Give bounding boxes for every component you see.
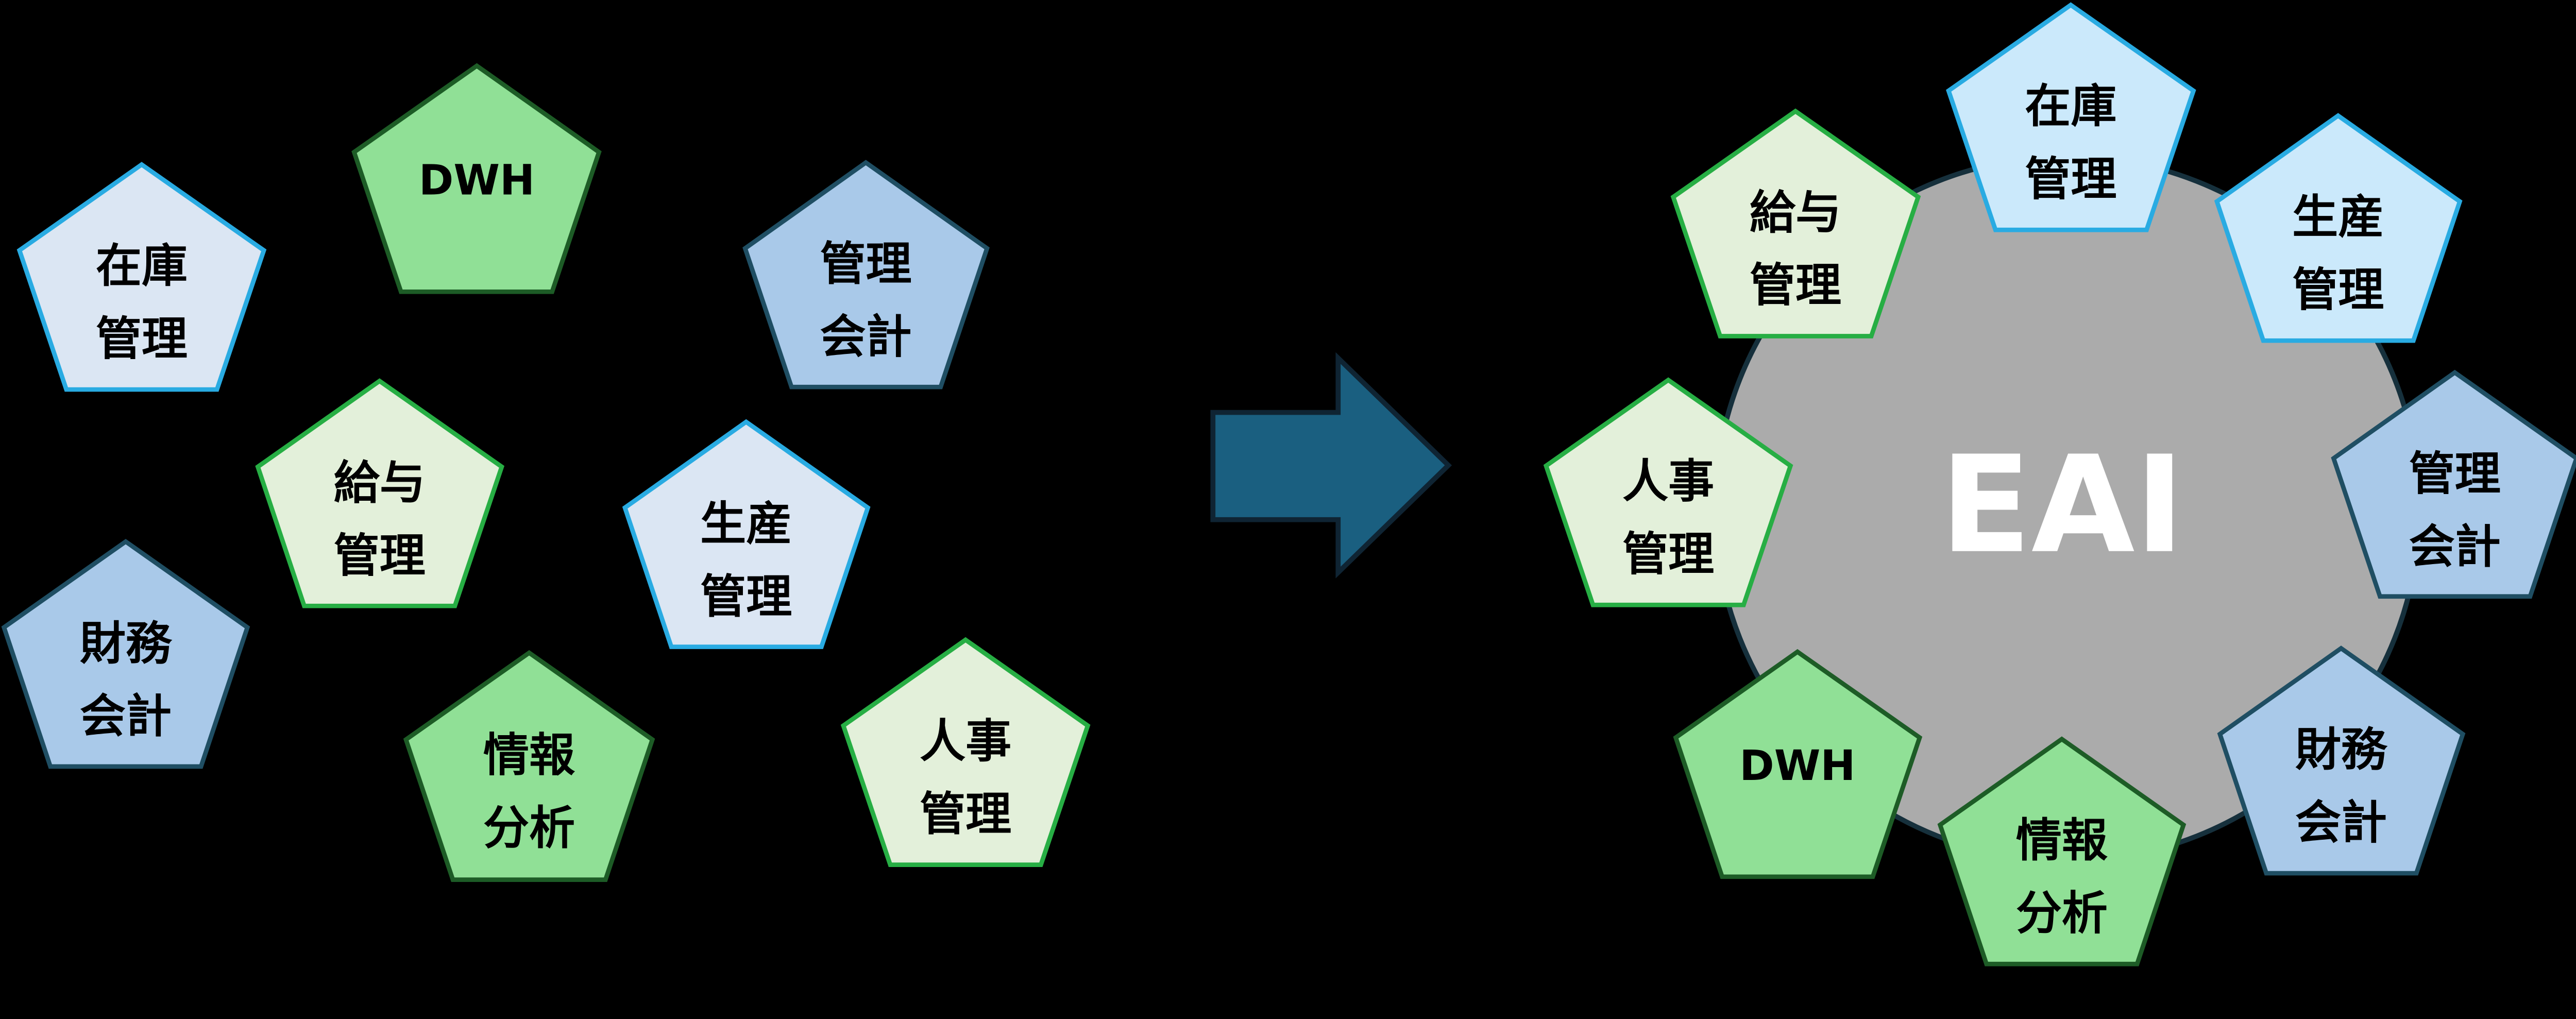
- pentagon-inventory-left: 在庫 管理: [16, 162, 267, 392]
- pentagon-shape: [255, 378, 505, 608]
- pentagon-financial-accounting-left: 財務 会計: [1, 538, 250, 769]
- node-label: 会計: [2409, 520, 2501, 574]
- node-label: 情報: [2016, 814, 2108, 868]
- pentagon-shape: [351, 63, 602, 294]
- node-label: 管理: [700, 570, 792, 624]
- transition-arrow: [1210, 352, 1452, 579]
- pentagon-shape: [403, 650, 655, 882]
- eai-integration-diagram: 在庫 管理 DWH 管理 会計 給与 管理 生産 管理 財務 会計: [1, 2, 2576, 966]
- pentagon-information-analysis-right: 情報 分析: [1937, 736, 2187, 966]
- node-label: 人事: [1622, 455, 1714, 508]
- pentagon-shape: [622, 419, 871, 649]
- pentagon-hr-left: 人事 管理: [840, 637, 1091, 867]
- node-label: 在庫: [96, 240, 188, 293]
- node-label: 管理: [2292, 263, 2384, 317]
- pentagon-shape: [2214, 113, 2463, 343]
- pentagon-shape: [742, 160, 990, 389]
- node-label: DWH: [1739, 742, 1855, 790]
- pentagon-inventory-right: 在庫 管理: [1946, 2, 2196, 232]
- node-label: 管理: [2409, 448, 2501, 501]
- node-label: 在庫: [2025, 80, 2116, 133]
- node-label: 給与: [1750, 186, 1841, 240]
- right-arrow-icon: [1210, 352, 1452, 579]
- diagram-canvas: 在庫 管理 DWH 管理 会計 給与 管理 生産 管理 財務 会計: [1, 2, 2576, 966]
- pentagon-financial-accounting-right: 財務 会計: [2217, 646, 2466, 876]
- node-label: 財務: [2295, 723, 2388, 777]
- pentagon-production-left: 生産 管理: [622, 419, 871, 649]
- node-label: 会計: [80, 690, 172, 743]
- pentagon-shape: [16, 162, 267, 392]
- node-label: 管理: [2025, 153, 2116, 207]
- left-cluster: 在庫 管理 DWH 管理 会計 給与 管理 生産 管理 財務 会計: [1, 63, 1091, 882]
- right-cluster: 在庫 管理 生産 管理 管理 会計 財務 会計 情報 分析 DWH: [1543, 2, 2576, 966]
- pentagon-dwh-right: DWH: [1673, 649, 1923, 879]
- node-label: 管理: [920, 788, 1011, 841]
- pentagon-payroll-right: 給与 管理: [1670, 108, 1921, 338]
- pentagon-dwh-left: DWH: [351, 63, 602, 294]
- pentagon-payroll-left: 給与 管理: [255, 378, 505, 608]
- node-label: 管理: [820, 237, 911, 291]
- node-label: 生産: [2292, 191, 2384, 244]
- pentagon-shape: [1937, 736, 2187, 966]
- pentagon-shape: [840, 637, 1091, 867]
- pentagon-hr-right: 人事 管理: [1543, 377, 1793, 607]
- node-label: 給与: [334, 456, 426, 510]
- pentagon-shape: [1, 538, 250, 769]
- pentagon-shape: [1543, 377, 1793, 607]
- pentagon-management-accounting-right: 管理 会計: [2331, 369, 2576, 599]
- pentagon-shape: [2217, 646, 2466, 876]
- pentagon-shape: [2331, 369, 2576, 599]
- node-label: 管理: [334, 529, 426, 583]
- pentagon-production-right: 生産 管理: [2214, 113, 2463, 343]
- node-label: 財務: [80, 617, 173, 671]
- node-label: 管理: [1750, 259, 1841, 313]
- pentagon-shape: [1670, 108, 1921, 338]
- pentagon-management-accounting-left: 管理 会計: [742, 160, 990, 389]
- node-label: 分析: [2016, 887, 2108, 940]
- node-label: 人事: [920, 715, 1011, 768]
- node-label: 会計: [2295, 796, 2387, 850]
- node-label: DWH: [419, 157, 535, 205]
- node-label: 管理: [1622, 528, 1714, 581]
- node-label: 管理: [96, 312, 188, 366]
- pentagon-information-analysis-left: 情報 分析: [403, 650, 655, 882]
- node-label: 情報: [483, 729, 575, 783]
- node-label: 会計: [820, 310, 911, 364]
- node-label: 生産: [700, 497, 792, 551]
- pentagon-shape: [1946, 2, 2196, 232]
- eai-hub-label: EAI: [1940, 428, 2185, 583]
- pentagon-shape: [1673, 649, 1923, 879]
- node-label: 分析: [483, 802, 575, 855]
